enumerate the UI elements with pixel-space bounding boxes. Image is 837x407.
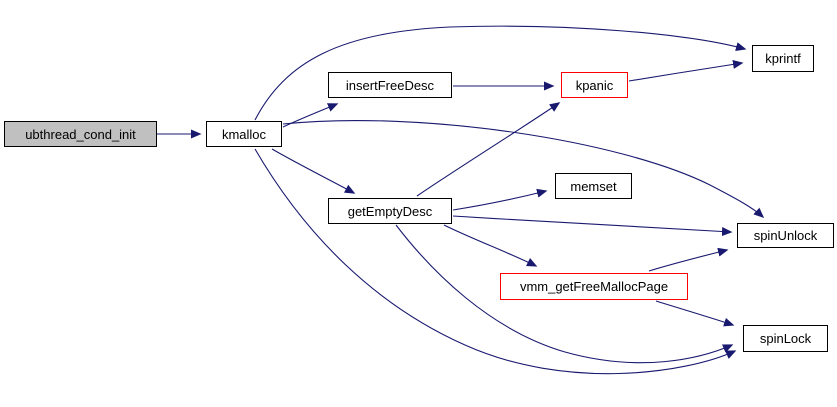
node-kpanic[interactable]: kpanic xyxy=(561,72,628,98)
edge-kmalloc-kprintf xyxy=(254,25,747,121)
edge-kpanic-kprintf xyxy=(628,59,744,82)
node-getEmptyDesc[interactable]: getEmptyDesc xyxy=(328,198,452,224)
edge-vmm_getFreeMallocPage-spinLock xyxy=(655,300,735,327)
node-ubthread_cond_init: ubthread_cond_init xyxy=(4,121,157,147)
edge-getEmptyDesc-spinLock xyxy=(395,224,734,364)
edge-getEmptyDesc-kpanic xyxy=(416,102,561,197)
node-insertFreeDesc[interactable]: insertFreeDesc xyxy=(328,72,452,98)
edge-getEmptyDesc-vmm_getFreeMallocPage xyxy=(443,224,538,267)
edge-vmm_getFreeMallocPage-spinUnlock xyxy=(648,247,729,272)
edge-kmalloc-spinLock xyxy=(254,148,737,375)
edge-kmalloc-spinUnlock xyxy=(282,120,765,219)
edge-kmalloc-getEmptyDesc xyxy=(271,148,356,194)
edge-getEmptyDesc-spinUnlock xyxy=(452,215,733,237)
node-spinLock[interactable]: spinLock xyxy=(743,325,828,352)
node-spinUnlock[interactable]: spinUnlock xyxy=(737,223,834,248)
node-vmm_getFreeMallocPage[interactable]: vmm_getFreeMallocPage xyxy=(500,273,688,300)
edge-getEmptyDesc-memset xyxy=(452,188,548,211)
edge-kmalloc-insertFreeDesc xyxy=(282,103,339,128)
node-kmalloc[interactable]: kmalloc xyxy=(206,121,282,147)
node-memset[interactable]: memset xyxy=(555,173,632,199)
node-kprintf[interactable]: kprintf xyxy=(752,45,814,72)
